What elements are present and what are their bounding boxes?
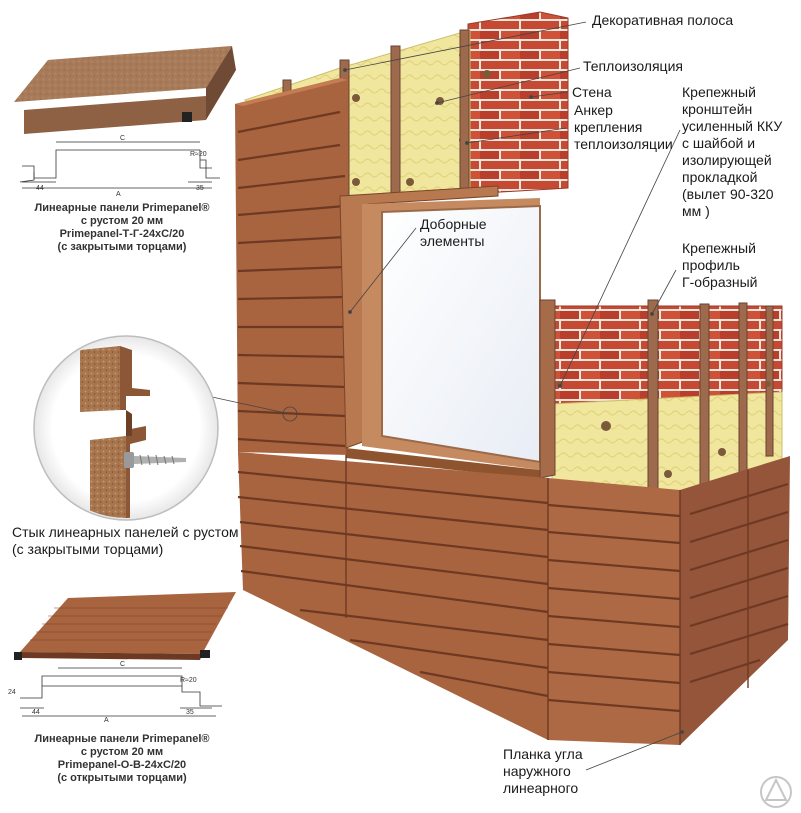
dim-left-bottom: 44 (32, 709, 40, 716)
dim-right-bottom: 35 (186, 709, 194, 716)
left-cladding (235, 78, 348, 455)
label-decor-strip: Декоративная полоса (592, 12, 734, 28)
dim-a-bottom: А (104, 717, 109, 724)
watermark-logo (760, 776, 792, 808)
label-corner-strip: Планка угла наружного линеарного (503, 746, 583, 796)
caption-panel-bottom: Линеарные панели Primepanel® с рустом 20… (34, 733, 210, 784)
window-opening (339, 185, 545, 480)
dim-a-top: А (116, 191, 121, 198)
bottom-cladding (237, 452, 790, 745)
dim-right-top: 35 (196, 185, 204, 192)
dim-left-top: 44 (36, 185, 44, 192)
panel-top-drawing (19, 141, 220, 189)
label-extra-elements: Доборные элементы (420, 216, 487, 249)
label-insulation: Теплоизоляция (583, 58, 683, 74)
dim-rust-top: R≈20 (190, 151, 207, 158)
lower-wall-section (539, 299, 783, 501)
dim-c-top: С (120, 135, 125, 142)
dim-rust-bottom: R≈20 (180, 677, 197, 684)
label-wall: Стена (572, 84, 612, 100)
label-joint: Стык линеарных панелей с рустом (с закры… (12, 524, 239, 557)
label-bracket: Крепежный кронштейн усиленный ККУ с шайб… (682, 84, 783, 219)
label-profile: Крепежный профиль Г-образный (682, 240, 758, 290)
panel-bottom-drawing (20, 667, 222, 717)
joint-magnifier (33, 335, 219, 521)
panel-top-illustration (14, 46, 236, 134)
panel-bottom-illustration (14, 592, 236, 660)
caption-panel-top: Линеарные панели Primepanel® с рустом 20… (34, 202, 210, 253)
leader-lines (179, 21, 684, 771)
dim-height-bottom: 24 (8, 689, 16, 696)
dim-c-bottom: С (120, 661, 125, 668)
screw-icon (124, 452, 186, 468)
label-anchor: Анкер крепления теплоизоляции (574, 102, 673, 152)
